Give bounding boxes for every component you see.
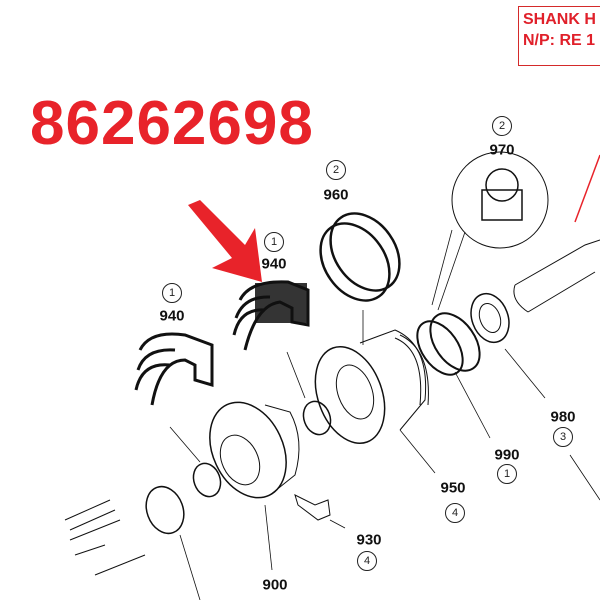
red-arrow-icon (188, 200, 262, 282)
part-900-flange (209, 401, 287, 499)
qty-circle: 2 (326, 160, 346, 180)
part-930-fitting (294, 494, 331, 521)
callout-label: 990 (494, 446, 520, 464)
qty-circle: 3 (553, 427, 573, 447)
part-990-oring (416, 320, 464, 376)
callout-label: 950 (440, 479, 466, 497)
part-960-ring (319, 222, 391, 302)
callout-label: 970 (489, 141, 515, 159)
note-line-1: SHANK H (523, 11, 596, 28)
shank-shaft (513, 239, 600, 313)
callout-label: 940 (159, 307, 185, 325)
part-980-seal (470, 292, 510, 344)
qty-circle: 2 (492, 116, 512, 136)
qty-circle: 1 (264, 232, 284, 252)
qty-circle: 1 (497, 464, 517, 484)
part-940-pad-left (134, 332, 214, 406)
part-970-detail (451, 151, 549, 249)
qty-circle: 4 (445, 503, 465, 523)
callout-label: 960 (323, 186, 349, 204)
note-box: SHANK H N/P: RE 1 (518, 6, 600, 66)
bolts (64, 499, 146, 576)
part-number-heading: 86262698 (30, 89, 314, 158)
qty-circle: 1 (162, 283, 182, 303)
callout-label: 930 (356, 531, 382, 549)
callout-label: 940 (261, 255, 287, 273)
note-line-2: N/P: RE 1 (523, 32, 596, 49)
callout-label: 900 (262, 576, 288, 594)
qty-circle: 4 (357, 551, 377, 571)
part-950-housing (314, 346, 386, 444)
callout-label: 980 (550, 408, 576, 426)
